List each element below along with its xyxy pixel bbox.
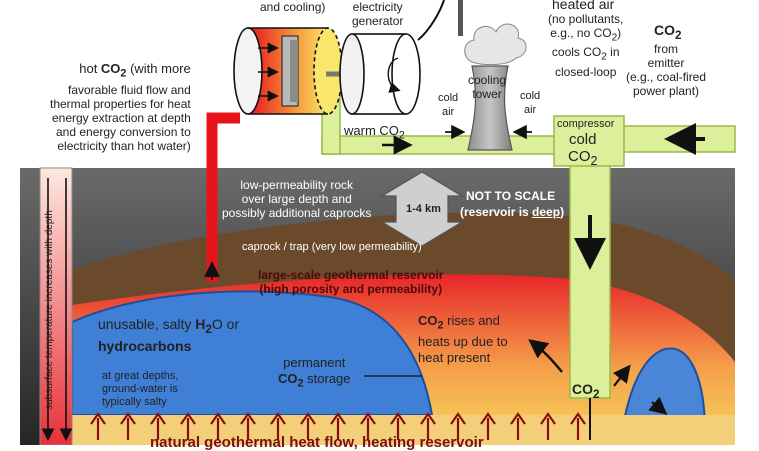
power-line xyxy=(417,0,445,41)
emitter-label: from emitter (e.g., coal-fired power pla… xyxy=(626,42,707,98)
salty-water-label: unusable, salty H2O or hydrocarbons xyxy=(98,316,240,354)
compressor-label: compressor xyxy=(557,118,615,130)
heated-air-label: heated air xyxy=(552,0,615,12)
permanent-storage-label: permanent CO2 storage xyxy=(278,355,351,390)
not-to-scale-label: NOT TO SCALE xyxy=(466,189,556,203)
salty-water-region xyxy=(71,290,434,416)
heat-flow-label: natural geothermal heat flow, heating re… xyxy=(150,434,484,451)
cooling-tower xyxy=(467,65,513,151)
cooling-tower-label: cooling tower xyxy=(468,73,507,101)
temperature-axis-label: subsurface temperature increases with de… xyxy=(44,210,55,410)
co2-rise-arrow xyxy=(528,339,563,373)
co2-injection-label: CO2 xyxy=(572,381,600,401)
emitter-co2-heading: CO2 xyxy=(654,22,682,42)
water-pocket-arrow xyxy=(648,396,668,415)
reservoir-deep-note: (reservoir is deep) xyxy=(460,205,565,219)
steam-cloud xyxy=(464,23,527,66)
hot-co2-pipe xyxy=(206,112,240,282)
turbine-caption: and cooling) xyxy=(260,0,326,14)
cold-air-left-label: cold air xyxy=(438,92,459,118)
heated-air-details: (no pollutants, e.g., no CO2) cools CO2 … xyxy=(548,12,624,79)
reservoir-label: large-scale geothermal reservoir (high p… xyxy=(258,268,444,296)
pylon-post xyxy=(458,0,463,36)
temperature-axis-arrows xyxy=(41,178,73,442)
hot-co2-note: hot CO2 (with more favorable fluid flow … xyxy=(50,61,191,153)
generator-label: electricity generator xyxy=(352,0,404,28)
turbine-flow-arrows xyxy=(258,42,279,102)
turbine xyxy=(233,27,343,115)
caprock-label: caprock / trap (very low permeability) xyxy=(242,241,422,253)
co2-flow-arrow-right xyxy=(612,364,631,387)
deep-water-pocket xyxy=(620,347,707,433)
cold-co2-label: cold CO2 xyxy=(568,131,598,168)
electricity-generator xyxy=(339,33,421,115)
heat-flow-arrows xyxy=(90,412,586,440)
depth-label: 1-4 km xyxy=(406,203,441,215)
cold-air-right-label: cold air xyxy=(520,90,541,116)
warm-co2-label: warm CO2 xyxy=(344,123,405,142)
rock-description: low-permeability rock over large depth a… xyxy=(222,178,372,220)
groundwater-note: at great depths, ground-water is typical… xyxy=(102,370,179,408)
co2-rises-label: CO2 rises and heats up due to heat prese… xyxy=(418,313,508,365)
depth-double-arrow xyxy=(379,171,465,247)
